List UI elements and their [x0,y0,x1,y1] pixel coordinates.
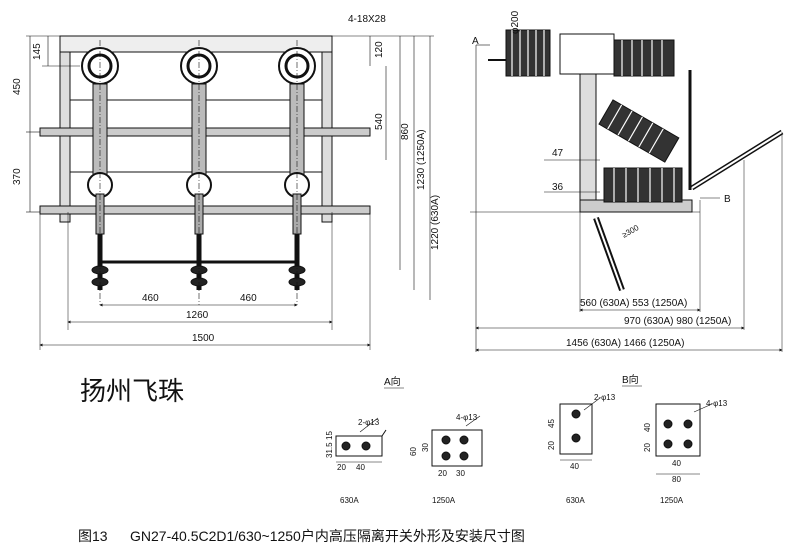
a1250-holes: 4-φ13 [456,413,478,422]
dim-970: 970 (630A) 980 (1250A) [624,316,731,327]
a1250-d60: 60 [409,447,418,456]
brand-text: 扬州飞珠 [80,377,184,406]
dim-1500: 1500 [192,333,215,344]
b1250-d40b: 40 [672,459,681,468]
detail-a-heading: A向 [384,375,401,388]
b630-d45: 45 [547,419,556,428]
dim-1220: 1220 (630A) [430,195,441,250]
dim-300: ≥300 [621,223,641,240]
a630-rating: 630A [340,496,359,505]
a1250-rating: 1250A [432,496,456,505]
b630-d40: 40 [570,462,579,471]
dim-holes: 4-18X28 [348,14,386,25]
dim-460-right: 460 [240,293,257,304]
detail-a-1250 [431,415,483,467]
top-insulator-right [613,39,675,77]
dim-1260: 1260 [186,310,209,321]
b630-d20: 20 [547,441,556,450]
dim-460-left: 460 [142,293,159,304]
a630-d15: 15 [325,431,334,440]
a630-d31: 31.5 [325,442,334,458]
a1250-d30b: 30 [456,469,465,478]
detail-b-630 [559,397,601,461]
dim-370: 370 [12,168,23,185]
side-base-frame [579,59,597,213]
dim-36: 36 [552,182,564,193]
label-b: B [724,194,731,205]
detail-b: B向 2-φ13 20 45 40 630A 4-φ13 20 40 40 80… [547,373,728,505]
lower-crossbar [39,205,371,215]
a1250-d20: 20 [438,469,447,478]
dim-1456: 1456 (630A) 1466 (1250A) [566,338,684,349]
dim-47: 47 [552,148,564,159]
side-view-dims: φ200 A B 47 36 ≥300 560 (630A) 553 (1250… [472,10,731,349]
figure-number: 图13 [78,528,108,544]
a630-d40: 40 [356,463,365,472]
b1250-d40: 40 [643,423,652,432]
front-view-dims: 145 450 370 120 540 860 1230 (1250A) 122… [12,14,441,344]
detail-a-630 [335,417,387,463]
side-view [470,29,784,352]
b1250-rating: 1250A [660,496,684,505]
b1250-d80: 80 [672,475,681,484]
b1250-holes: 4-φ13 [706,399,728,408]
dim-450: 450 [12,78,23,95]
b630-holes: 2-φ13 [594,393,616,402]
lower-insulator [603,167,683,203]
b630-rating: 630A [566,496,585,505]
dim-120: 120 [374,41,385,58]
dim-145: 145 [32,43,43,60]
figure-caption: GN27-40.5C2D1/630~1250户内高压隔离开关外形及安装尺寸图 [130,528,525,544]
a1250-d30: 30 [421,443,430,452]
a630-d20: 20 [337,463,346,472]
a630-holes: 2-φ13 [358,418,380,427]
inclined-insulator [598,99,680,163]
dim-560: 560 (630A) 553 (1250A) [580,298,687,309]
detail-b-1250 [655,403,713,475]
dim-1230: 1230 (1250A) [416,129,427,190]
dim-860: 860 [400,123,411,140]
front-view [26,35,434,350]
label-a: A [472,36,479,47]
dim-phi200: φ200 [510,10,521,34]
detail-b-heading: B向 [622,373,639,386]
detail-a: A向 2-φ13 31.5 15 20 40 630A 4-φ13 60 30 … [325,375,483,505]
b1250-d20: 20 [643,443,652,452]
dim-540: 540 [374,113,385,130]
